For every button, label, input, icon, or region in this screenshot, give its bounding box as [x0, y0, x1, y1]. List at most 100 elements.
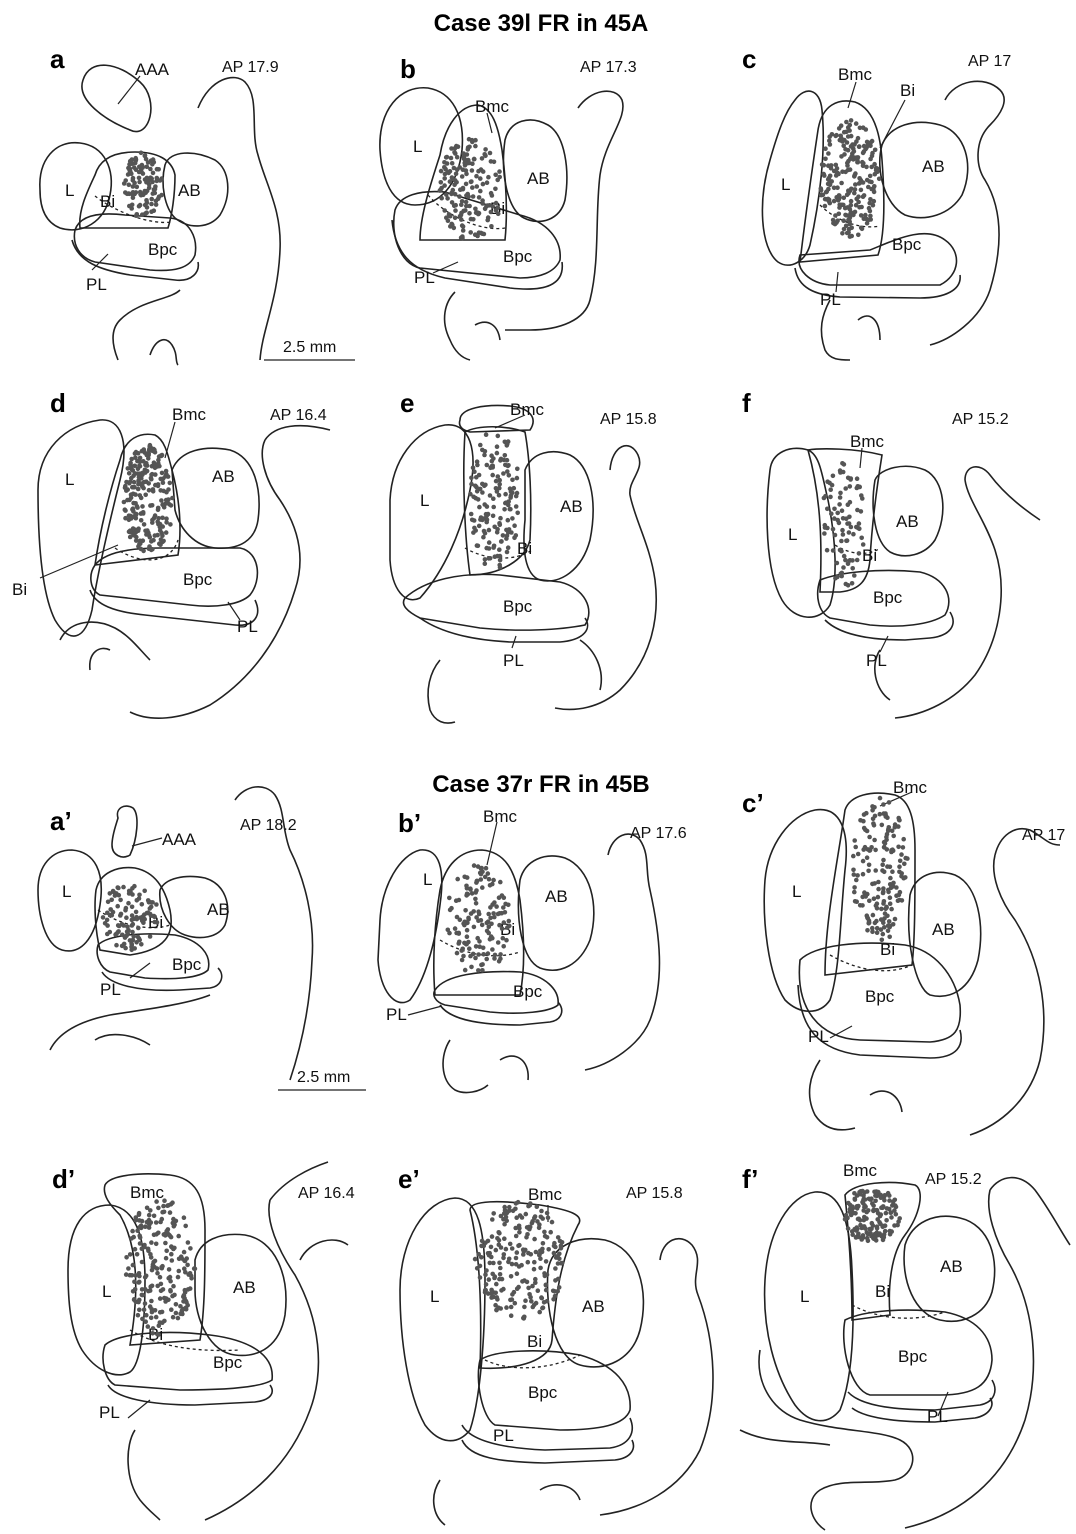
ap-level: AP 15.8 — [626, 1185, 683, 1202]
neuron-dot — [472, 469, 477, 474]
neuron-dot — [855, 1204, 860, 1209]
neuron-dot — [880, 868, 885, 873]
neuron-dot — [480, 962, 485, 967]
neuron-dot — [502, 1211, 507, 1216]
neuron-dot — [144, 198, 149, 203]
neuron-dot — [127, 471, 132, 476]
label-l: L — [423, 870, 432, 889]
neuron-dot — [844, 120, 849, 125]
neuron-dot — [891, 834, 896, 839]
neuron-dot — [509, 1305, 514, 1310]
neuron-dot — [522, 1315, 527, 1320]
panel-letter: c’ — [742, 788, 764, 818]
neuron-dot — [867, 899, 872, 904]
label-l: L — [788, 525, 797, 544]
neuron-dot — [184, 1307, 189, 1312]
scale-bar-label: 2.5 mm — [297, 1069, 350, 1086]
neuron-dot — [869, 845, 874, 850]
neuron-dot — [841, 565, 846, 570]
neuron-dot — [470, 168, 475, 173]
neuron-dot — [478, 189, 483, 194]
neuron-dot — [881, 901, 886, 906]
label-ab: AB — [212, 467, 235, 486]
neuron-dot — [143, 203, 148, 208]
neuron-dot — [850, 566, 855, 571]
neuron-dot — [533, 1214, 538, 1219]
neuron-dot — [497, 482, 502, 487]
neuron-dot — [127, 481, 132, 486]
neuron-dot — [881, 890, 886, 895]
ventricle-outline — [60, 622, 150, 660]
label-bmc: Bmc — [483, 807, 518, 826]
neuron-dot — [880, 823, 885, 828]
neuron-dot — [493, 187, 498, 192]
neuron-dot — [874, 166, 879, 171]
ventricle-outline — [821, 300, 850, 360]
neuron-dot — [901, 837, 906, 842]
neuron-dot — [128, 1252, 133, 1257]
neuron-dot — [499, 539, 504, 544]
panel-letter: f’ — [742, 1164, 758, 1194]
neuron-dot — [508, 507, 513, 512]
neuron-dot — [870, 930, 875, 935]
neuron-dot — [831, 474, 836, 479]
neuron-dot — [476, 169, 481, 174]
neuron-dot — [449, 156, 454, 161]
neuron-dot — [491, 496, 496, 501]
neuron-dot — [486, 871, 491, 876]
neuron-dot — [498, 558, 503, 563]
neuron-dot — [837, 502, 842, 507]
neuron-dot — [857, 144, 862, 149]
neuron-dot — [143, 463, 148, 468]
neuron-dot — [118, 898, 123, 903]
neuron-dot — [167, 1267, 172, 1272]
neuron-dot — [448, 214, 453, 219]
neuron-dot — [870, 804, 875, 809]
neuron-dot — [849, 234, 854, 239]
neuron-dot — [471, 495, 476, 500]
neuron-dot — [442, 208, 447, 213]
ventricle-outline — [600, 1239, 713, 1515]
neuron-dot — [162, 1210, 167, 1215]
neuron-dot — [882, 1235, 887, 1240]
neuron-dot — [148, 167, 153, 172]
neuron-dot — [864, 1216, 869, 1221]
neuron-dot — [848, 484, 853, 489]
neuron-dot — [137, 1280, 142, 1285]
ventricle-outline — [50, 995, 210, 1050]
neuron-dot — [163, 474, 168, 479]
neuron-dot — [484, 1268, 489, 1273]
neuron-dot — [838, 468, 843, 473]
neuron-dot — [469, 911, 474, 916]
neuron-dot — [860, 1200, 865, 1205]
neuron-dot — [514, 1256, 519, 1261]
neuron-dot — [465, 892, 470, 897]
neuron-dot — [491, 514, 496, 519]
neuron-dot — [854, 155, 859, 160]
neuron-dot — [837, 193, 842, 198]
label-bmc: Bmc — [528, 1185, 563, 1204]
label-bmc: Bmc — [510, 400, 545, 419]
neuron-dot — [873, 848, 878, 853]
neuron-dot — [452, 150, 457, 155]
neuron-dot — [555, 1289, 560, 1294]
neuron-dot — [445, 155, 450, 160]
label-bpc: Bpc — [898, 1347, 928, 1366]
neuron-dot — [459, 948, 464, 953]
neuron-dot — [136, 1313, 141, 1318]
panel-letter: e — [400, 388, 414, 418]
neuron-dot — [537, 1310, 542, 1315]
neuron-dot — [138, 203, 143, 208]
neuron-dot — [887, 800, 892, 805]
neuron-dot — [464, 884, 469, 889]
neuron-dot — [822, 531, 827, 536]
neuron-dot — [526, 1251, 531, 1256]
neuron-dot — [862, 144, 867, 149]
neuron-dot — [485, 203, 490, 208]
neuron-dot — [845, 231, 850, 236]
neuron-dot — [546, 1215, 551, 1220]
neuron-dot — [506, 518, 511, 523]
neuron-dot — [856, 194, 861, 199]
neuron-dot — [856, 1217, 861, 1222]
ventricle-outline — [580, 640, 601, 690]
